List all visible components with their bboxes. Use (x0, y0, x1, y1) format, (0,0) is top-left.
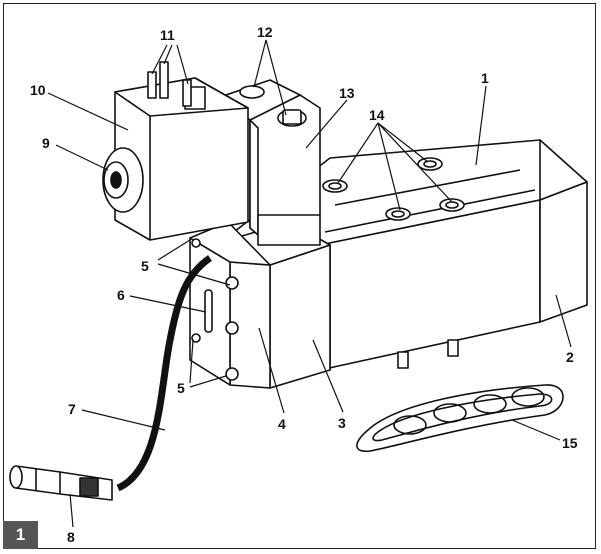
round-plug-connector (9, 465, 113, 501)
end-plate (539, 181, 588, 323)
solenoid-coil (102, 61, 249, 241)
callout-5-upper: 5 (141, 258, 149, 274)
callout-12: 12 (257, 24, 273, 40)
callout-2: 2 (566, 349, 574, 365)
callout-14: 14 (369, 107, 385, 123)
figure-frame (3, 3, 596, 549)
callout-3: 3 (338, 415, 346, 431)
solenoid-housing (219, 79, 321, 246)
callout-labels: 1 2 3 4 5 5 6 7 8 9 10 11 12 13 14 15 (30, 24, 578, 545)
leader-lines (47, 39, 572, 528)
gasket-seal (356, 384, 564, 452)
callout-9: 9 (42, 135, 50, 151)
mounting-studs (397, 339, 459, 369)
callout-8: 8 (67, 529, 75, 545)
figure-number-badge: 1 (3, 521, 38, 549)
callout-1: 1 (481, 70, 489, 86)
callout-15: 15 (562, 435, 578, 451)
callout-11: 11 (160, 27, 175, 43)
port-fittings (322, 157, 465, 221)
callout-10: 10 (30, 82, 46, 98)
callout-6: 6 (117, 287, 125, 303)
pilot-block (189, 221, 271, 389)
callout-4: 4 (278, 416, 286, 432)
connection-cable (116, 255, 213, 492)
callout-13: 13 (339, 85, 355, 101)
callout-5-lower: 5 (177, 380, 185, 396)
callout-7: 7 (68, 401, 76, 417)
